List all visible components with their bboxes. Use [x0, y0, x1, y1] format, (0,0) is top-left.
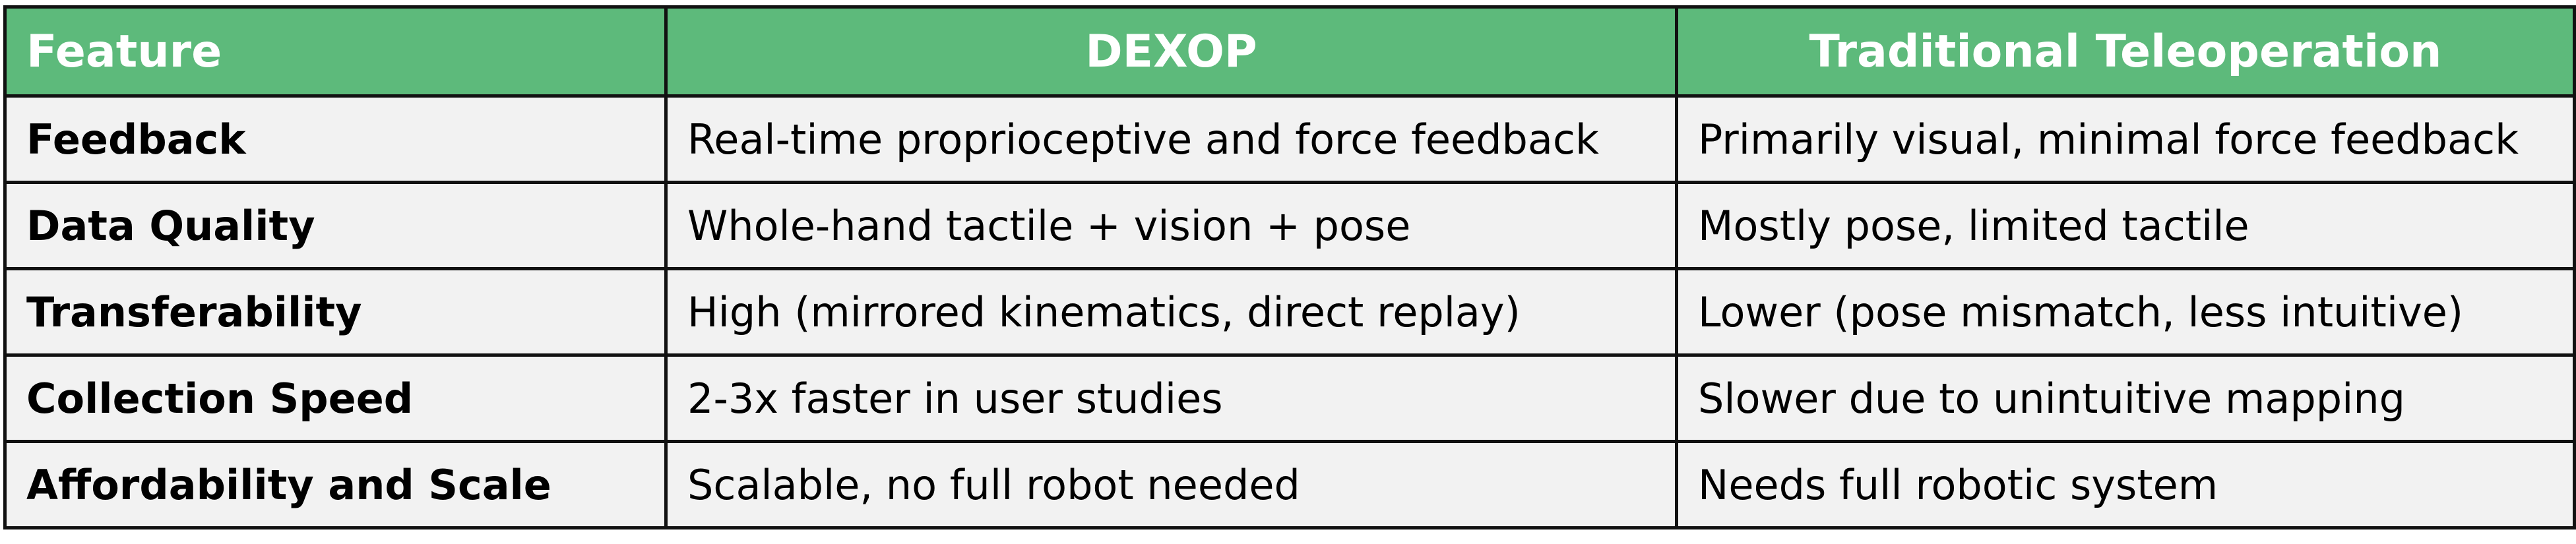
feature-cell: Collection Speed	[3, 353, 668, 443]
table-row: Transferability High (mirrored kinematic…	[3, 267, 2576, 357]
table-header: Feature DEXOP Traditional Teleoperation	[3, 5, 2576, 98]
dexop-cell: Real-time proprioceptive and force feedb…	[664, 94, 1678, 184]
header-dexop: DEXOP	[664, 5, 1678, 98]
table-row: Feedback Real-time proprioceptive and fo…	[3, 94, 2576, 184]
header-traditional-teleoperation: Traditional Teleoperation	[1675, 5, 2576, 98]
comparison-table-container: Feature DEXOP Traditional Teleoperation …	[3, 5, 2576, 529]
traditional-cell: Primarily visual, minimal force feedback	[1675, 94, 2576, 184]
dexop-cell: High (mirrored kinematics, direct replay…	[664, 267, 1678, 357]
feature-cell: Feedback	[3, 94, 668, 184]
table-row: Data Quality Whole-hand tactile + vision…	[3, 181, 2576, 270]
traditional-cell: Mostly pose, limited tactile	[1675, 181, 2576, 270]
dexop-cell: 2-3x faster in user studies	[664, 353, 1678, 443]
table-row: Affordability and Scale Scalable, no ful…	[3, 440, 2576, 529]
dexop-cell: Whole-hand tactile + vision + pose	[664, 181, 1678, 270]
table-body: Feedback Real-time proprioceptive and fo…	[3, 94, 2576, 529]
traditional-cell: Slower due to unintuitive mapping	[1675, 353, 2576, 443]
header-row: Feature DEXOP Traditional Teleoperation	[3, 5, 2576, 98]
traditional-cell: Lower (pose mismatch, less intuitive)	[1675, 267, 2576, 357]
feature-cell: Transferability	[3, 267, 668, 357]
feature-cell: Data Quality	[3, 181, 668, 270]
comparison-table: Feature DEXOP Traditional Teleoperation …	[3, 5, 2576, 529]
header-feature: Feature	[3, 5, 668, 98]
traditional-cell: Needs full robotic system	[1675, 440, 2576, 529]
feature-cell: Affordability and Scale	[3, 440, 668, 529]
dexop-cell: Scalable, no full robot needed	[664, 440, 1678, 529]
table-row: Collection Speed 2-3x faster in user stu…	[3, 353, 2576, 443]
